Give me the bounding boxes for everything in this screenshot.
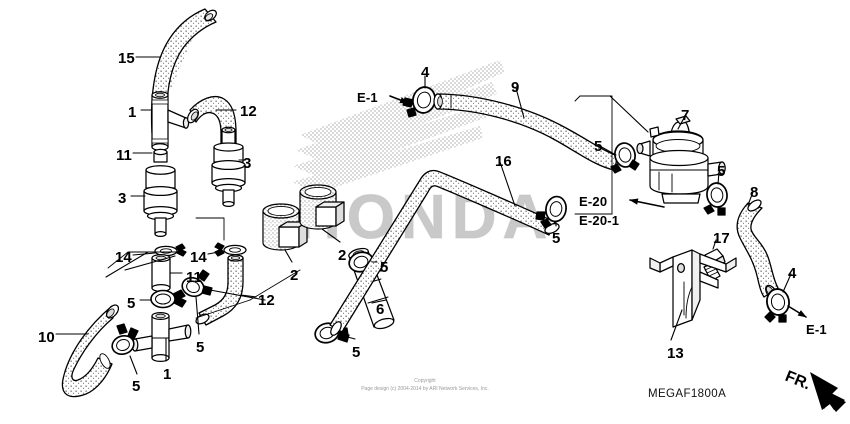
leader-lines (55, 56, 792, 375)
callout-12-upper: 12 (240, 103, 257, 120)
callout-5-d: 5 (380, 259, 389, 276)
part-1-lower-joint (131, 311, 192, 363)
callout-5-a: 5 (127, 295, 136, 312)
e1-bottom-arrow (787, 305, 807, 318)
part-10-hose (61, 304, 120, 398)
part-5-clamp-g (535, 195, 567, 229)
part-11-lower-sleeve (151, 253, 171, 293)
callout-10: 10 (38, 329, 55, 346)
part-5-clamp-b (111, 323, 139, 356)
copyright-line-2: Page design (c) 2004-2014 by ARI Network… (361, 386, 489, 392)
callout-3-right: 3 (243, 155, 252, 172)
callout-14-left: 14 (115, 249, 132, 266)
callout-5-f: 5 (594, 138, 603, 155)
callout-1-lower: 1 (163, 366, 172, 383)
callout-3-left: 3 (118, 190, 127, 207)
callout-5-g: 5 (552, 230, 561, 247)
diagram-part-number: MEGAF1800A (648, 388, 727, 400)
e1-top-arrow (389, 95, 409, 104)
copyright-line-1: Copyright (414, 378, 436, 384)
part-4-clamp-bottom (764, 288, 790, 323)
part-2-collar-right (299, 184, 345, 230)
part-13-bracket (649, 249, 737, 328)
part-12-lower-hose (195, 254, 244, 326)
callout-17: 17 (713, 230, 730, 247)
callout-9: 9 (511, 79, 520, 96)
callout-7: 7 (681, 107, 690, 124)
part-5-clamp-c (181, 269, 213, 298)
ref-e20-1[interactable]: E-20-1 (579, 213, 620, 228)
ref-e1-bottom[interactable]: E-1 (806, 322, 827, 337)
part-14-washer-left (154, 243, 187, 257)
callout-15: 15 (118, 50, 135, 67)
ref-e20[interactable]: E-20 (579, 194, 608, 209)
fr-direction-arrow (810, 372, 846, 412)
callout-2-right: 2 (338, 247, 347, 264)
callout-1-upper: 1 (128, 104, 137, 121)
callout-12-lower: 12 (258, 292, 275, 309)
reference-brackets (107, 95, 613, 319)
callout-5-h: 5 (717, 163, 726, 180)
ref-e1-top[interactable]: E-1 (357, 90, 378, 105)
callout-4-bottom: 4 (788, 265, 797, 282)
part-8-hose (736, 199, 779, 301)
part-1-upper-joint (151, 91, 190, 151)
callout-13: 13 (667, 345, 684, 362)
callout-8: 8 (750, 184, 759, 201)
callout-11-upper: 11 (116, 147, 132, 164)
part-2-collar-left (262, 203, 308, 251)
callout-11-lower: 11 (186, 269, 202, 286)
callout-5-e: 5 (352, 344, 361, 361)
part-14-washer-right (214, 242, 247, 257)
callout-6: 6 (376, 301, 385, 318)
part-7-control-valve (636, 115, 726, 204)
callout-2-left: 2 (290, 267, 299, 284)
callout-4-top: 4 (421, 64, 430, 81)
callout-16: 16 (495, 153, 512, 170)
part-5-clamp-f (610, 142, 640, 174)
part-5-clamp-a (150, 289, 187, 309)
part-3-left-valve (143, 148, 178, 238)
e20-arrow (629, 198, 665, 208)
callout-14-right: 14 (190, 249, 207, 266)
part-5-clamp-h (703, 182, 728, 216)
part-3-right-valve (211, 126, 246, 208)
callout-5-b: 5 (132, 378, 141, 395)
callout-5-c: 5 (196, 339, 205, 356)
